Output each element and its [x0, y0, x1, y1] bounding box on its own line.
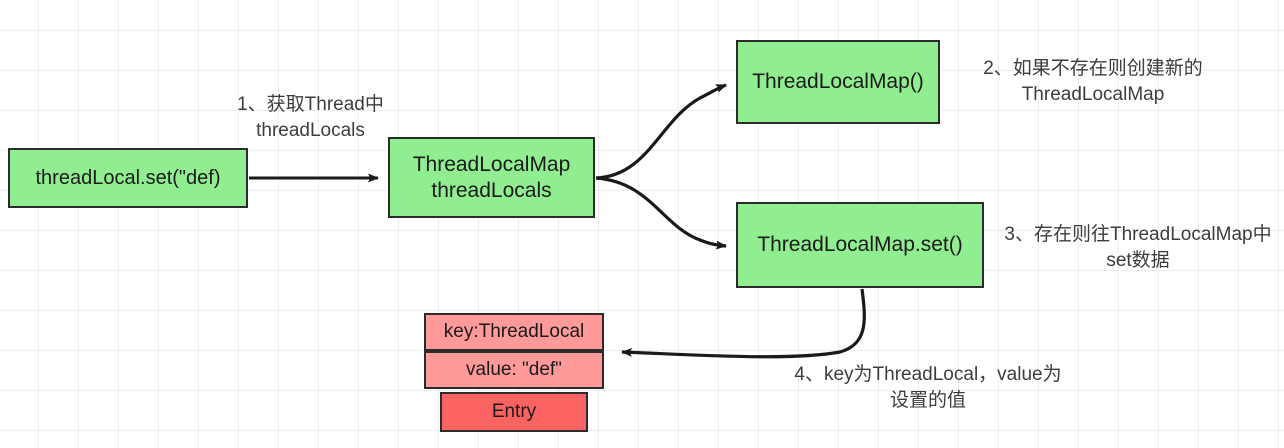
node-threadlocal-set-call[interactable]: threadLocal.set("def) [8, 148, 248, 208]
arrow-mapset-to-entry [621, 288, 866, 359]
node-threadlocalmap-set[interactable]: ThreadLocalMap.set() [736, 202, 984, 288]
node-threadlocalmap-threadlocals[interactable]: ThreadLocalMap threadLocals [388, 137, 595, 218]
edge-label-step-2: 2、如果不存在则创建新的 ThreadLocalMap [983, 58, 1203, 105]
edge-label-step-3: 3、存在则往ThreadLocalMap中 set数据 [1004, 224, 1272, 271]
entry-name-cell[interactable]: Entry [440, 392, 588, 432]
arrow-threadlocals-to-mapset [595, 176, 727, 250]
entry-value-cell[interactable]: value: "def" [424, 351, 604, 389]
edge-label-step-4: 4、key为ThreadLocal，value为 设置的值 [794, 364, 1062, 411]
arrow-threadlocals-to-newmap [595, 83, 727, 180]
edge-label-step-1: 1、获取Thread中 threadLocals [237, 94, 384, 141]
node-new-threadlocalmap[interactable]: ThreadLocalMap() [736, 40, 940, 124]
entry-key-cell[interactable]: key:ThreadLocal [424, 313, 604, 351]
